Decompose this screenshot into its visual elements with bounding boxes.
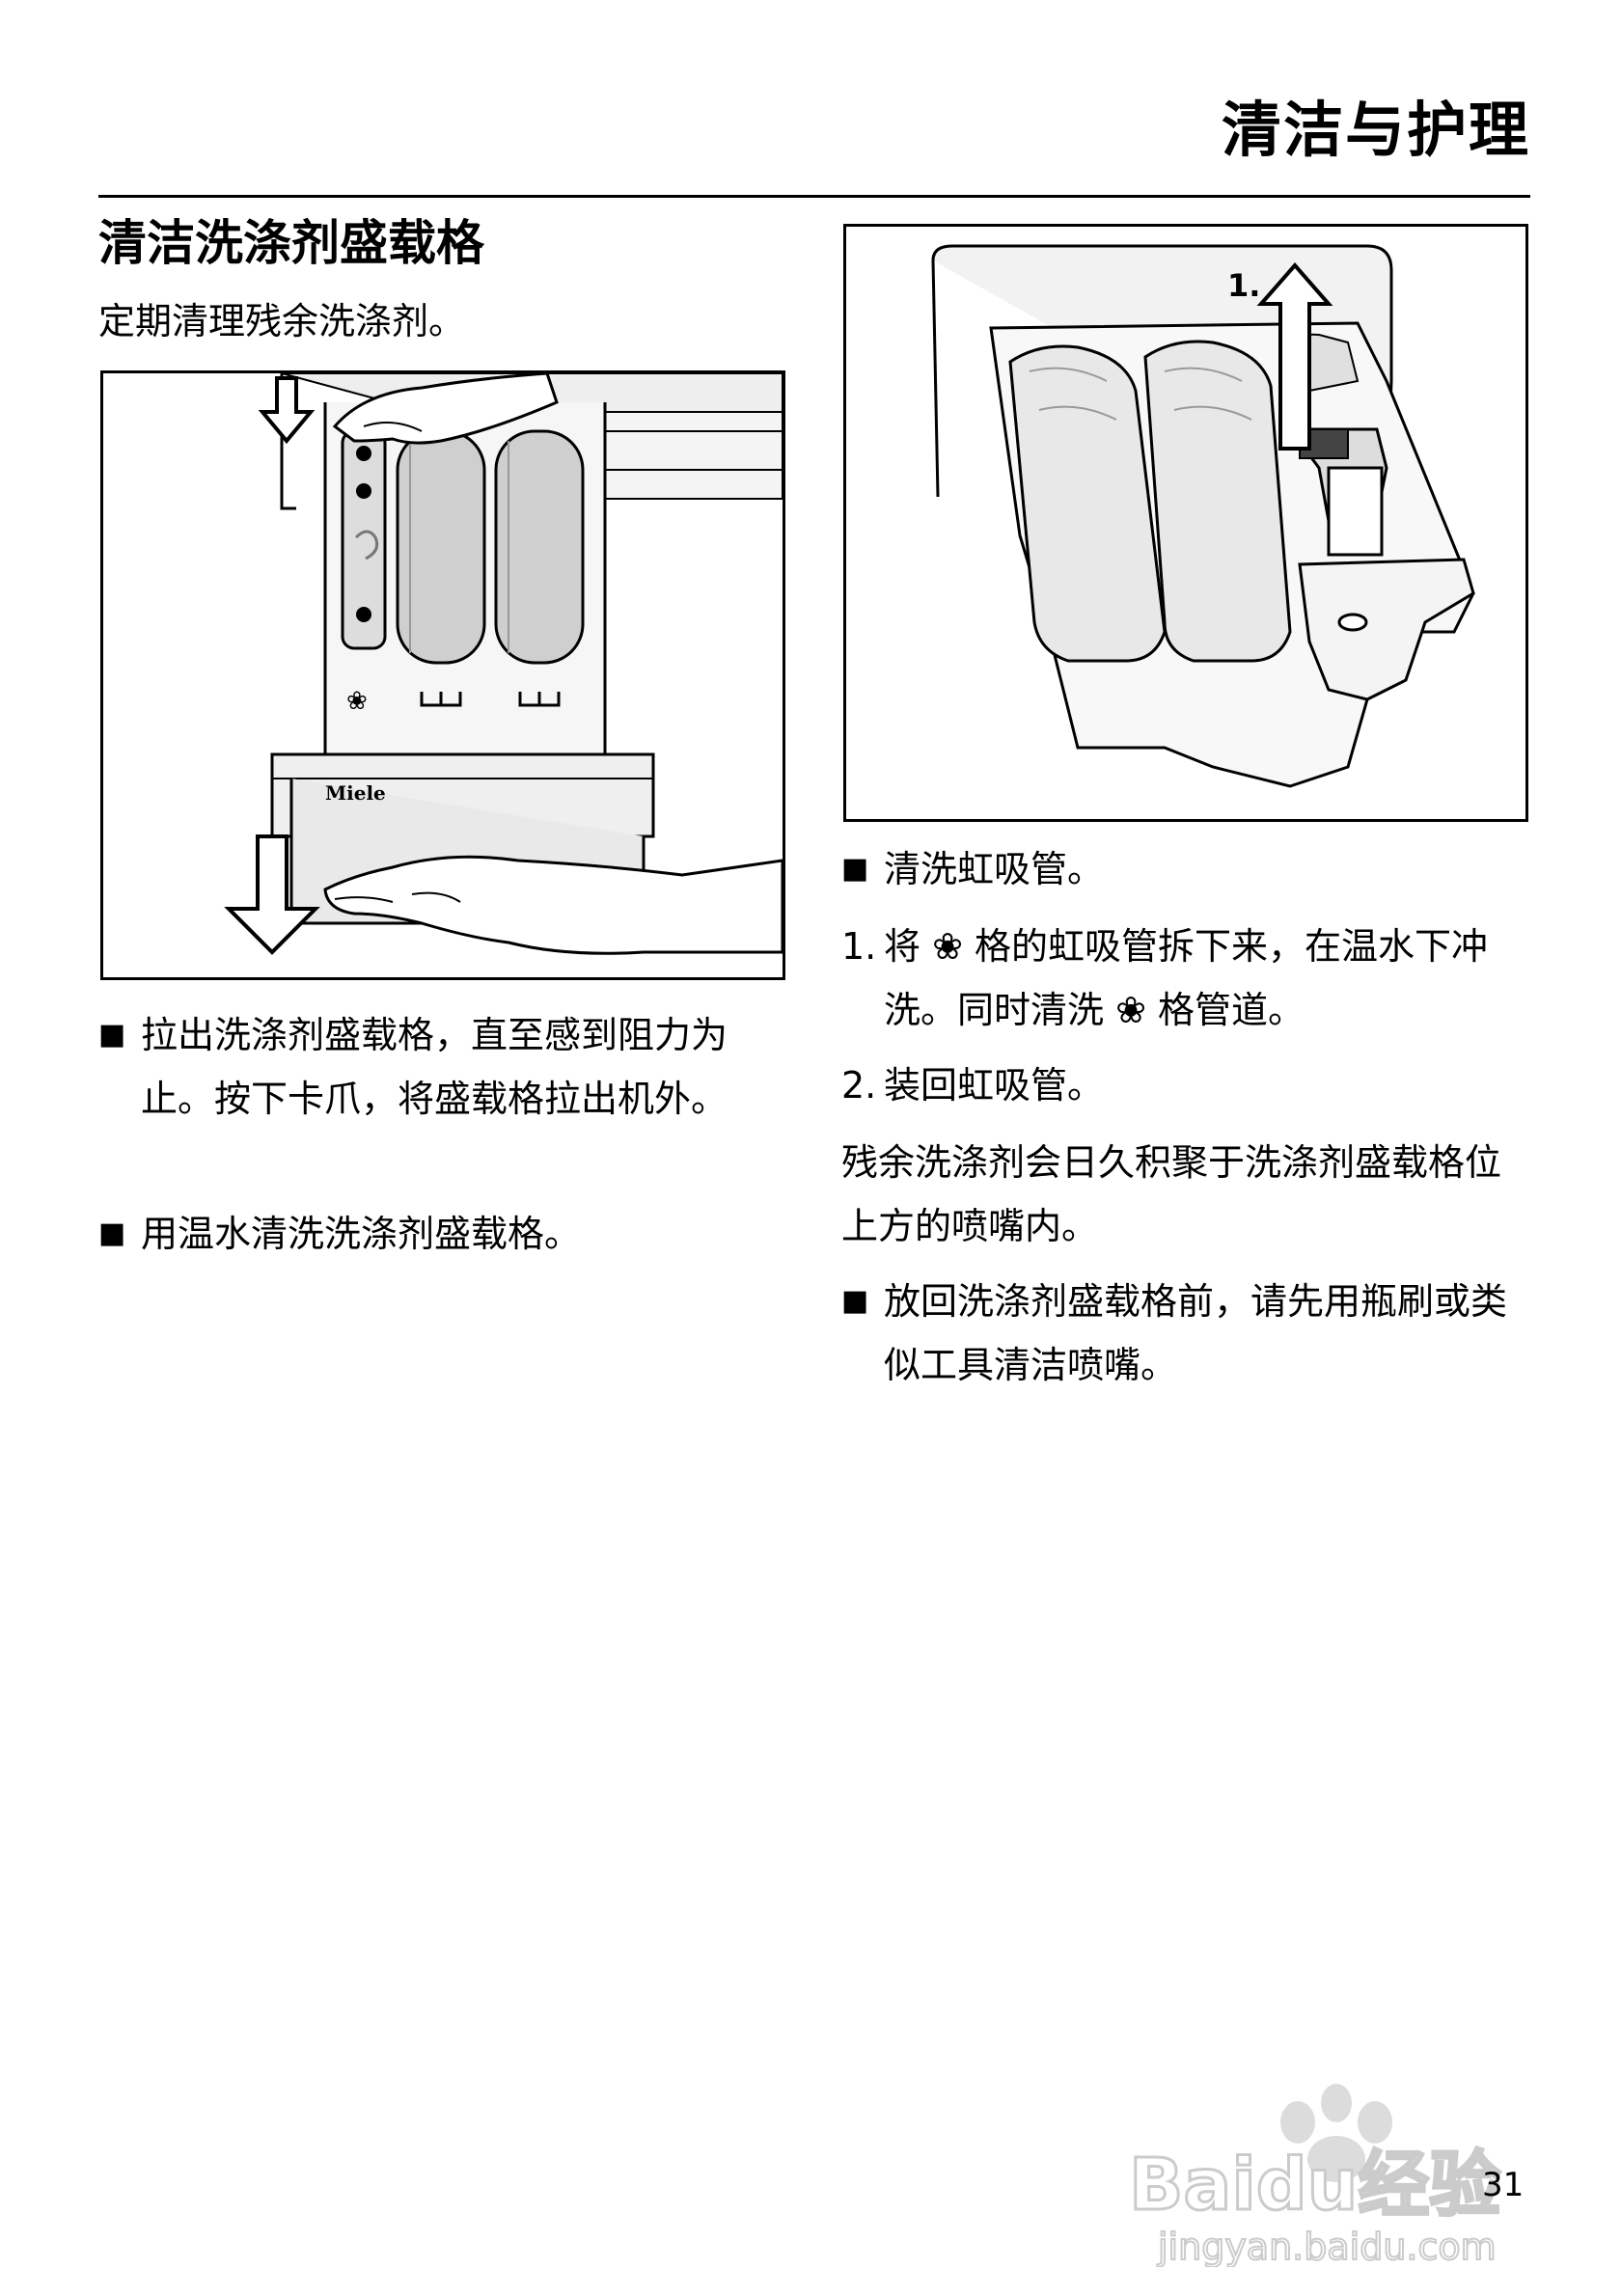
list-item: ■ 放回洗涤剂盛载格前，请先用瓶刷或类似工具清洁喷嘴。 bbox=[841, 1270, 1536, 1397]
drawer-pull-illustration: ❀ Miele bbox=[100, 370, 785, 980]
baidu-watermark: Baidu经验 jingyan.baidu.com bbox=[1128, 2074, 1544, 2269]
list-item: ■ 拉出洗涤剂盛载格，直至感到阻力为止。按下卡爪，将盛载格拉出机外。 bbox=[98, 1003, 774, 1131]
list-item-text: 放回洗涤剂盛载格前，请先用瓶刷或类似工具清洁喷嘴。 bbox=[884, 1280, 1508, 1386]
step-number: 1. bbox=[841, 925, 877, 968]
header-rule bbox=[98, 195, 1530, 198]
paw-icon bbox=[1280, 2084, 1392, 2182]
list-item-text: 清洗虹吸管。 bbox=[884, 848, 1105, 890]
page-number: 31 bbox=[1482, 2166, 1525, 2204]
bullet-square-icon: ■ bbox=[841, 852, 869, 886]
list-item: ■ 用温水清洗洗涤剂盛载格。 bbox=[98, 1202, 774, 1266]
paragraph: 残余洗涤剂会日久积聚于洗涤剂盛载格位上方的喷嘴内。 bbox=[841, 1141, 1502, 1247]
watermark-url: jingyan.baidu.com bbox=[1157, 2226, 1497, 2267]
bullet-square-icon: ■ bbox=[98, 1216, 126, 1250]
numbered-step: 1. 将 ❀ 格的虹吸管拆下来，在温水下冲洗。同时清洗 ❀ 格管道。 bbox=[841, 915, 1536, 1042]
step1-label: 1. bbox=[1227, 267, 1260, 304]
list-item: ■ 清洗虹吸管。 bbox=[841, 837, 1536, 901]
intro-text: 定期清理残余洗涤剂。 bbox=[98, 300, 466, 342]
svg-text:❀: ❀ bbox=[346, 687, 368, 716]
bullet-square-icon: ■ bbox=[841, 1284, 869, 1318]
step-text: 将 ❀ 格的虹吸管拆下来，在温水下冲洗。同时清洗 ❀ 格管道。 bbox=[884, 925, 1488, 1031]
chapter-title: 清洁与护理 bbox=[1221, 95, 1530, 165]
step-number: 2. bbox=[841, 1064, 877, 1107]
miele-logo: Miele bbox=[325, 781, 386, 805]
list-item-text: 用温水清洗洗涤剂盛载格。 bbox=[141, 1213, 582, 1255]
list-item-text: 拉出洗涤剂盛载格，直至感到阻力为止。按下卡爪，将盛载格拉出机外。 bbox=[141, 1014, 728, 1120]
siphon-removal-illustration: 1. 2. bbox=[843, 224, 1528, 822]
bullet-square-icon: ■ bbox=[98, 1018, 126, 1052]
watermark-brand: Baidu经验 bbox=[1129, 2144, 1500, 2227]
numbered-step: 2. 装回虹吸管。 bbox=[841, 1053, 1536, 1117]
step-text: 装回虹吸管。 bbox=[884, 1064, 1105, 1107]
section-heading: 清洁洗涤剂盛载格 bbox=[98, 215, 484, 271]
